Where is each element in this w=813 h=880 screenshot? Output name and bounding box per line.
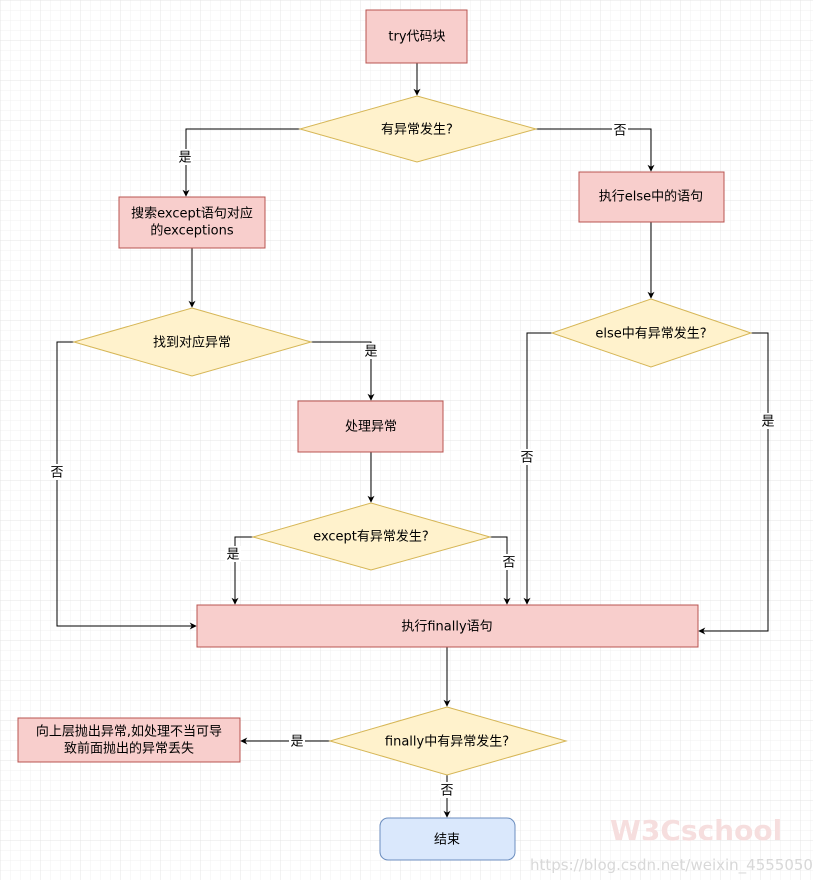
decision-has-exception-text: 有异常发生?	[381, 122, 453, 138]
node-handle-text: 处理异常	[345, 420, 397, 435]
label-yes: 是	[761, 415, 774, 430]
edges	[56, 63, 769, 818]
label-no: 否	[520, 451, 533, 466]
decision-has-exception: 有异常发生?	[298, 95, 538, 163]
decision-finally-exception: finally中有异常发生?	[328, 706, 568, 776]
label-yes: 是	[290, 735, 303, 750]
node-finally: 执行finally语句	[196, 604, 699, 648]
label-yes: 是	[226, 548, 239, 563]
edge-except-yes	[231, 536, 253, 605]
edge-no-to-else	[536, 128, 655, 172]
node-finally-text: 执行finally语句	[401, 620, 492, 635]
edge-else-no	[523, 332, 552, 605]
node-handle: 处理异常	[297, 400, 444, 453]
node-raise-up: 向上层抛出异常,如处理不当可导 致前面抛出的异常丢失	[17, 717, 241, 763]
node-run-else: 执行else中的语句	[578, 171, 725, 223]
edge-found-yes	[311, 341, 375, 401]
label-no: 否	[50, 466, 63, 481]
node-try: try代码块	[365, 9, 468, 64]
edge-except-no	[490, 536, 511, 605]
node-raise-up-line2: 致前面抛出的异常丢失	[64, 741, 194, 757]
watermark-url: https://blog.csdn.net/weixin_45550500	[530, 856, 813, 875]
edge-else-yes	[698, 332, 769, 635]
decision-except-exception: except有异常发生?	[251, 502, 492, 571]
decision-except-exception-text: except有异常发生?	[313, 529, 429, 545]
node-end-text: 结束	[434, 833, 460, 848]
decision-else-exception-text: else中有异常发生?	[595, 326, 706, 342]
label-no: 否	[502, 556, 515, 571]
node-try-text: try代码块	[388, 30, 445, 45]
node-end: 结束	[379, 817, 516, 861]
watermark-brand: W3Cschool	[610, 814, 782, 847]
decision-else-exception: else中有异常发生?	[550, 298, 753, 368]
watermark: W3Cschool https://blog.csdn.net/weixin_4…	[530, 814, 813, 875]
label-no: 否	[440, 784, 453, 799]
label-yes: 是	[178, 151, 191, 166]
edge-found-no	[56, 341, 197, 630]
node-search-except-line1: 搜索except语句对应	[131, 206, 253, 222]
decision-found: 找到对应异常	[72, 307, 313, 377]
label-no: 否	[613, 124, 626, 139]
node-run-else-text: 执行else中的语句	[599, 189, 703, 205]
node-raise-up-line1: 向上层抛出异常,如处理不当可导	[36, 724, 222, 740]
node-search-except: 搜索except语句对应 的exceptions	[118, 196, 266, 249]
node-search-except-line2: 的exceptions	[150, 223, 234, 239]
edge-yes-to-search	[182, 128, 300, 197]
decision-found-text: 找到对应异常	[153, 335, 231, 351]
label-yes: 是	[364, 345, 377, 360]
edge-labels: 否 是 是 否 是 否 否 是 是 否	[49, 122, 776, 799]
decision-finally-exception-text: finally中有异常发生?	[385, 734, 509, 750]
